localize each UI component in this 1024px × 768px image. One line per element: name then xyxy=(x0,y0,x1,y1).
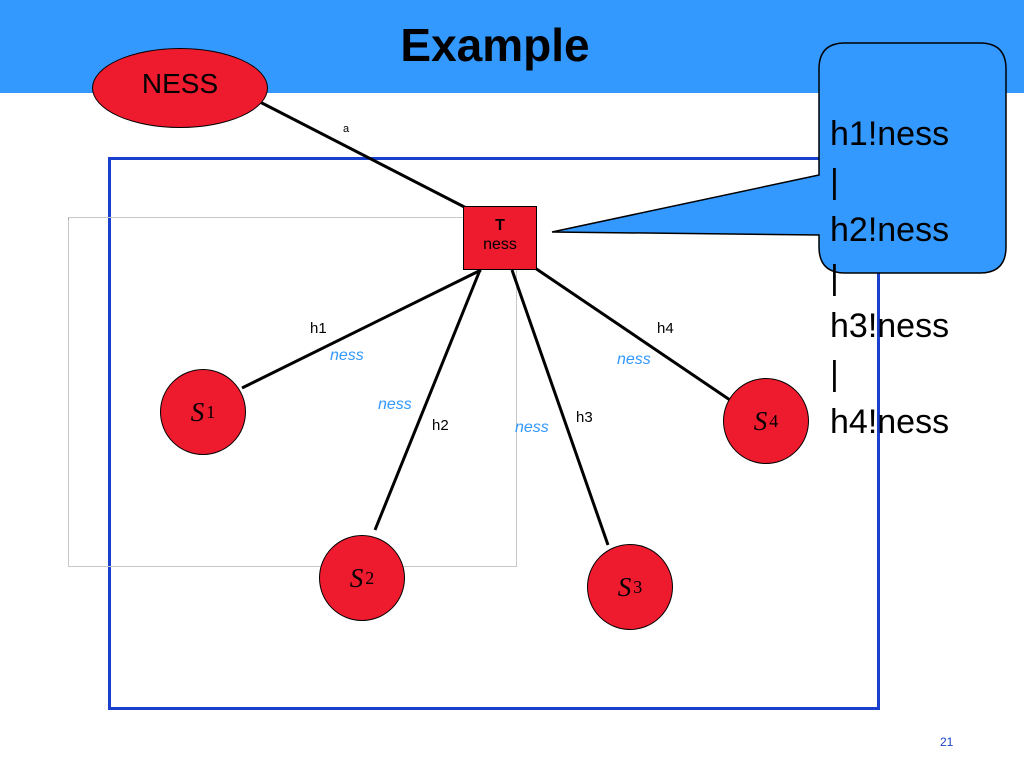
edge-h2 xyxy=(373,269,482,531)
callout-line: h3!ness xyxy=(830,307,950,345)
edge-h4 xyxy=(534,266,731,402)
node-s4-letter: S xyxy=(753,405,768,436)
callout-line: h2!ness xyxy=(830,211,950,249)
system-boundary-frame xyxy=(108,157,880,710)
node-s2-sub: 2 xyxy=(365,567,375,588)
t-node-label: T xyxy=(495,217,505,234)
edge-a-label: a xyxy=(343,123,350,135)
edge-h1 xyxy=(241,268,482,390)
node-s1-letter: S xyxy=(190,396,205,427)
callout-bubble xyxy=(551,42,1007,274)
edge-h1-label: h1 xyxy=(310,320,327,337)
embedded-object-frame xyxy=(68,217,517,567)
node-s2-letter: S xyxy=(349,562,364,593)
ness-node: NESS xyxy=(92,48,268,128)
callout-line: | xyxy=(830,355,839,393)
callout-line: | xyxy=(830,259,839,297)
node-s1-sub: 1 xyxy=(206,401,216,422)
page-number: 21 xyxy=(940,735,954,749)
node-s3-letter: S xyxy=(617,571,632,602)
edge-h4-channel: ness xyxy=(617,351,651,368)
edge-h3 xyxy=(510,269,610,546)
ness-node-label: NESS xyxy=(141,68,219,99)
edge-a xyxy=(259,100,479,216)
edge-h3-label: h3 xyxy=(576,409,593,426)
slide-title: Example xyxy=(400,19,590,71)
embedded-object-icon: ▪ xyxy=(68,216,70,221)
callout-line: h4!ness xyxy=(830,403,950,441)
callout-text: h1!ness | h2!ness | h3!ness | h4!ness xyxy=(830,110,949,446)
node-s3-sub: 3 xyxy=(633,576,643,597)
edge-h2-channel: ness xyxy=(378,396,412,413)
callout-line: h1!ness xyxy=(830,115,950,153)
node-s4-sub: 4 xyxy=(769,410,779,431)
edge-h2-label: h2 xyxy=(432,417,449,434)
t-node-channel: ness xyxy=(483,236,517,253)
edge-h3-channel: ness xyxy=(515,419,549,436)
t-node: T ness xyxy=(463,206,537,270)
edge-h4-label: h4 xyxy=(657,320,674,337)
edge-h1-channel: ness xyxy=(330,347,364,364)
callout-line: | xyxy=(830,163,839,201)
